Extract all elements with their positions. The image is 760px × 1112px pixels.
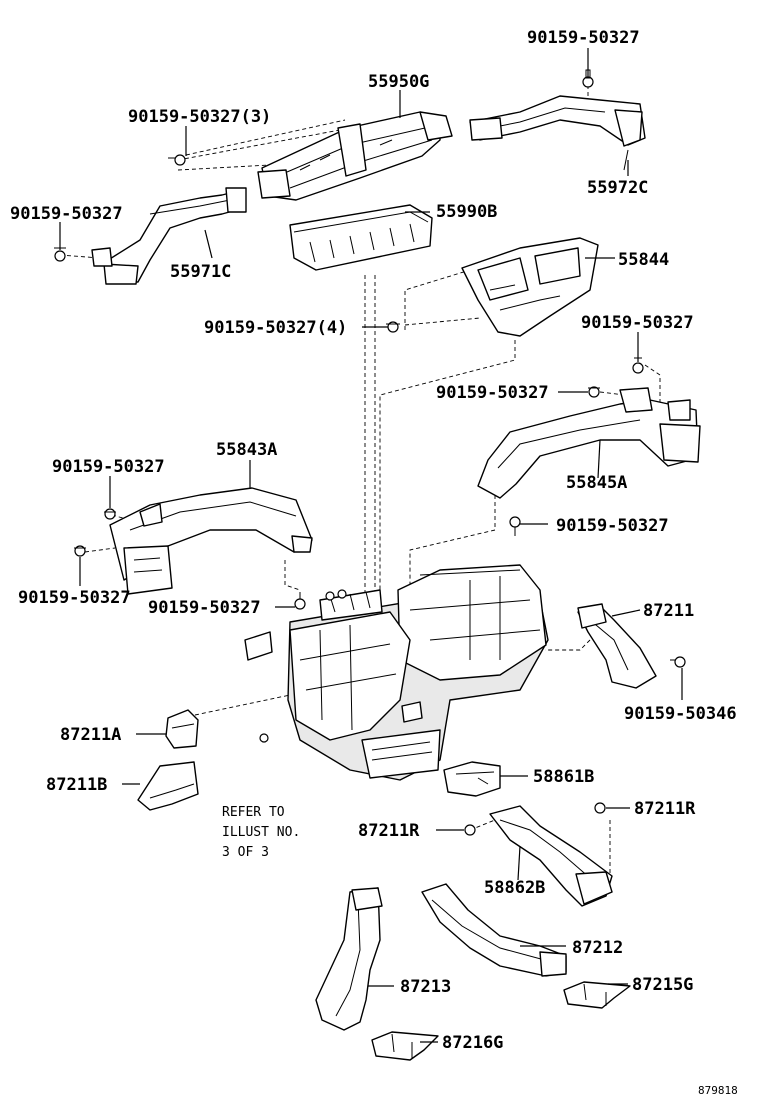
label-87216G: 87216G — [442, 1033, 503, 1053]
part-87211B — [137, 761, 199, 811]
label-87211A: 87211A — [60, 725, 121, 745]
diagram-id: 879818 — [698, 1084, 738, 1097]
part-87216G-block — [371, 1031, 439, 1061]
label-87211R: 87211R — [634, 799, 696, 819]
part-87211-vent — [577, 603, 657, 689]
part-58862B-duct — [489, 805, 613, 907]
label-55971C: 55971C — [170, 262, 231, 282]
bolt-icon — [325, 589, 347, 601]
bolt-icon — [294, 592, 306, 610]
part-55845A-duct — [477, 387, 701, 499]
label-90159-50327: 90159-50327 — [581, 313, 694, 333]
label-87215G: 87215G — [632, 975, 693, 995]
bolt-icon — [670, 656, 686, 668]
part-55843A-duct — [109, 487, 313, 595]
label-90159-50327: 90159-50327 — [556, 516, 669, 536]
bolt-icon — [464, 824, 476, 836]
bolt-icon — [582, 69, 594, 88]
label-87211: 87211 — [643, 601, 694, 621]
bolt-icon — [386, 321, 400, 333]
bolt-icon — [54, 247, 66, 262]
label-90159-50327: 90159-50327 — [436, 383, 549, 403]
label-55990B: 55990B — [436, 202, 497, 222]
callout-labels: 90159-50327 55950G 90159-50327(3) 55972C… — [10, 28, 738, 1097]
part-87211A — [165, 709, 199, 749]
label-90159-50327-x3: 90159-50327(3) — [128, 107, 271, 127]
part-58861B-vent — [443, 761, 501, 797]
part-55990B-tray — [289, 204, 433, 271]
bolt-icon — [632, 357, 644, 374]
part-87212-duct — [421, 883, 567, 977]
part-87215G-block — [563, 981, 631, 1009]
label-90159-50346: 90159-50346 — [624, 704, 737, 724]
label-90159-50327-x4: 90159-50327(4) — [204, 318, 347, 338]
label-55972C: 55972C — [587, 178, 648, 198]
refer-note-line-1: REFER TO — [222, 805, 285, 820]
bolt-icon — [509, 516, 521, 536]
part-87213-duct — [315, 887, 383, 1031]
bolt-icon — [168, 154, 186, 166]
leader-lines — [59, 48, 683, 1043]
part-heater-unit — [244, 564, 549, 781]
label-90159-50327: 90159-50327 — [18, 588, 131, 608]
bolt-icon — [594, 802, 606, 814]
part-55844-register — [461, 237, 599, 337]
part-hose — [235, 733, 288, 779]
bolt-icon — [104, 508, 116, 520]
label-90159-50327: 90159-50327 — [527, 28, 640, 48]
label-58861B: 58861B — [533, 767, 594, 787]
part-55972C-duct — [469, 95, 646, 171]
label-87211B: 87211B — [46, 775, 107, 795]
part-55950G-duct — [257, 111, 453, 201]
label-55843A: 55843A — [216, 440, 277, 460]
label-87213: 87213 — [400, 977, 451, 997]
refer-note-line-2: ILLUST NO. — [222, 825, 300, 840]
part-55971C-duct — [91, 187, 247, 285]
label-58862B: 58862B — [484, 878, 545, 898]
label-87211R: 87211R — [358, 821, 420, 841]
label-90159-50327: 90159-50327 — [148, 598, 261, 618]
label-90159-50327: 90159-50327 — [52, 457, 165, 477]
label-90159-50327: 90159-50327 — [10, 204, 123, 224]
label-55844: 55844 — [618, 250, 669, 270]
refer-note-line-3: 3 OF 3 — [222, 845, 269, 860]
label-87212: 87212 — [572, 938, 623, 958]
label-55950G: 55950G — [368, 72, 429, 92]
label-55845A: 55845A — [566, 473, 627, 493]
bolt-icon — [588, 386, 600, 398]
bolt-icon — [74, 545, 86, 557]
